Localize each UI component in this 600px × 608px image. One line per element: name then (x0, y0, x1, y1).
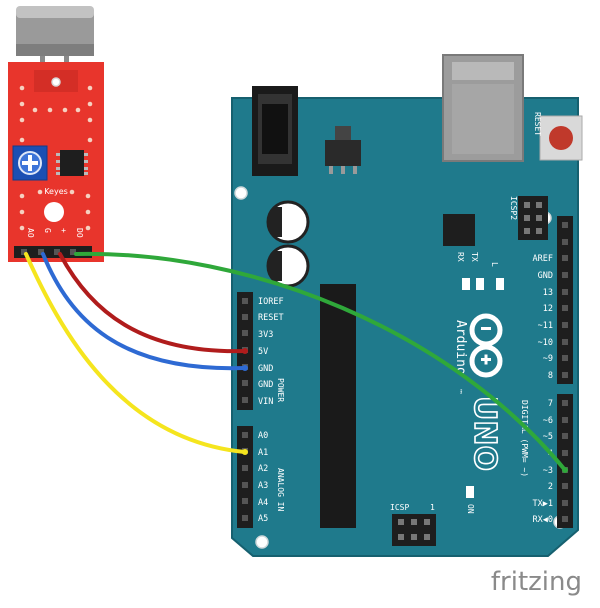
microcontroller-chip (320, 284, 356, 528)
led-label-l: L (490, 262, 499, 267)
mounting-hole (234, 186, 248, 200)
pin-label-9: ~9 (543, 354, 553, 364)
pin-label-6: ~6 (543, 416, 553, 426)
potentiometer-knob[interactable] (12, 145, 48, 181)
pin-label-a3: A3 (258, 481, 268, 491)
arduino-trademark: ™ (455, 388, 463, 395)
pin-label-a0: A0 (258, 431, 268, 441)
icsp2-label: ICSP2 (509, 196, 518, 220)
pin-label-a5: A5 (258, 514, 268, 524)
pin-label-gnd: GND (258, 364, 273, 374)
pin-label-10: ~10 (538, 338, 553, 348)
pin-label-8: 8 (548, 371, 553, 381)
pin-label-a2: A2 (258, 464, 268, 474)
board-pcb (231, 97, 579, 557)
icsp-header (392, 514, 436, 546)
pin-label-vin: VIN (258, 397, 273, 407)
pin-label-13: 13 (543, 288, 553, 298)
led-label-rx: RX (456, 252, 465, 262)
icsp-number: 1 (430, 503, 435, 512)
digital-label: DIGITAL (PWM= ~) (520, 400, 529, 477)
pin-label-11: ~11 (538, 321, 553, 331)
usb-connector (442, 54, 524, 162)
pin-label-reset: RESET (258, 313, 284, 323)
pin-label-5v: 5V (258, 347, 268, 357)
sensor-brand: Keyes (44, 187, 68, 196)
arduino-brand: Arduino (453, 320, 468, 375)
reset-label: RESET (533, 112, 542, 136)
arduino-logo-icon (469, 313, 503, 378)
sensor-mounting-hole (44, 202, 64, 222)
pin-label-tx1: TX▶1 (533, 499, 553, 509)
capacitor (266, 244, 310, 288)
pin-label-a1: A1 (258, 448, 268, 458)
status-leds (462, 278, 504, 290)
digital-header-upper (557, 216, 573, 384)
sensor-pin-label-ao: AO (26, 228, 35, 238)
arduino-uno-board: RESET ICSP2 RX TX L Arduino ™ (231, 54, 583, 557)
fritzing-logo: fritzing (491, 567, 582, 597)
icsp-label: ICSP (390, 503, 409, 512)
capacitor (266, 200, 310, 244)
mounting-hole (255, 535, 269, 549)
microphone-icon (16, 6, 94, 90)
uno-model: UNO (467, 396, 502, 471)
dc-power-jack (252, 86, 298, 176)
power-label: POWER (276, 378, 285, 402)
pin-label-7: 7 (548, 399, 553, 409)
pin-label-gnd: GND (258, 380, 273, 390)
pin-label-5: ~5 (543, 432, 553, 442)
on-led (466, 486, 474, 498)
sensor-header (14, 246, 92, 258)
voltage-regulator (325, 126, 361, 174)
pin-label-12: 12 (543, 304, 553, 314)
pin-label-3v3: 3V3 (258, 330, 273, 340)
pin-label-3: ~3 (543, 466, 553, 476)
sensor-pin-label-g: G (43, 228, 52, 233)
pin-label-aref: AREF (533, 254, 553, 264)
wire-vcc-to-5v[interactable] (58, 252, 247, 354)
icsp2-header (518, 196, 548, 240)
on-label: ON (466, 504, 475, 514)
sound-sensor-module: Keyes AO G + DO (8, 6, 104, 262)
led-label-tx: TX (470, 252, 479, 262)
wires (24, 251, 568, 473)
sensor-chip (56, 150, 88, 176)
reset-button[interactable] (539, 115, 583, 161)
wire-do-to-pin3[interactable] (74, 251, 567, 472)
sensor-pin-label-do: DO (75, 228, 84, 238)
wire-ao-to-a1[interactable] (24, 252, 247, 454)
analog-in-label: ANALOG IN (276, 468, 285, 512)
pin-label-a4: A4 (258, 498, 268, 508)
wire-gnd-to-gnd[interactable] (41, 252, 247, 371)
analog-header (237, 426, 253, 528)
sensor-pin-label-plus: + (59, 228, 68, 233)
pin-label-ioref: IOREF (258, 297, 284, 307)
usb-chip (443, 214, 475, 246)
pin-label-gnd-digital: GND (538, 271, 553, 281)
pin-label-rx0: RX◀0 (533, 515, 553, 525)
pin-label-2: 2 (548, 482, 553, 492)
